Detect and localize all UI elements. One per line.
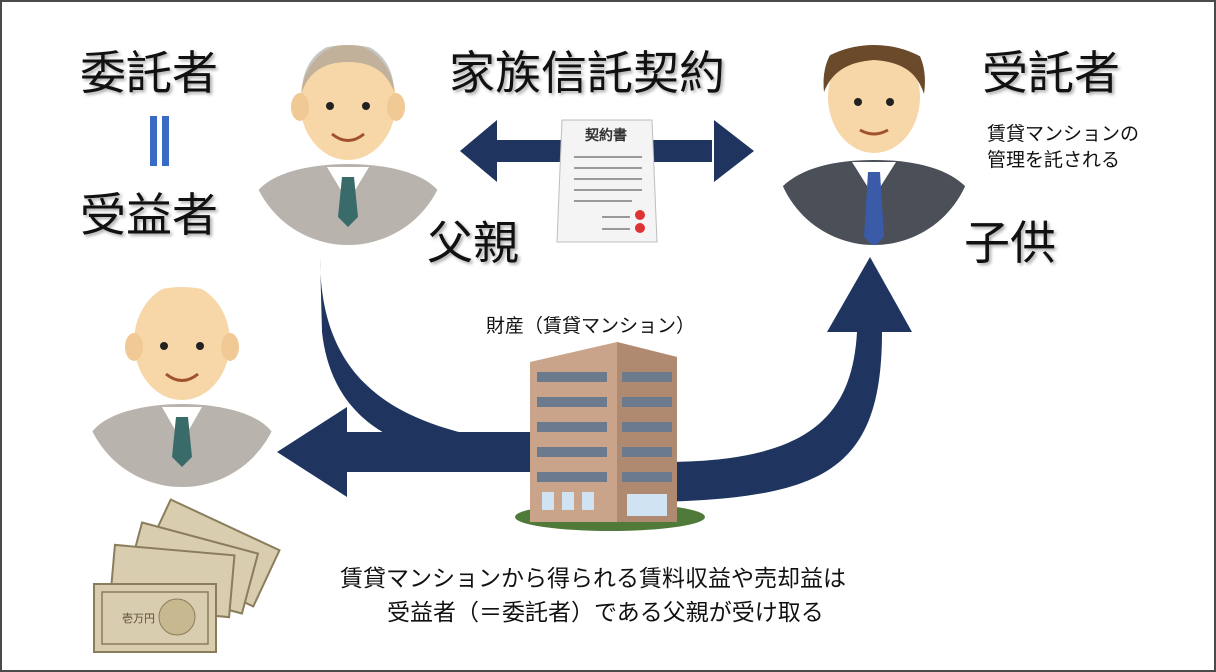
- trustee-note-line2: 管理を託される: [987, 149, 1121, 171]
- apartment-building-icon: [515, 342, 705, 531]
- father-beneficiary-figure: [82, 287, 282, 487]
- beneficiary-label: 受益者: [80, 188, 218, 242]
- banknote-label: 壱万円: [122, 611, 155, 625]
- caption-line2: 受益者（＝委託者）である父親が受け取る: [387, 600, 824, 626]
- trustee-label: 受託者: [982, 46, 1120, 100]
- arrow-up-head: [827, 257, 912, 332]
- contract-title: 家族信託契約: [449, 46, 725, 100]
- father-figure: [248, 45, 448, 245]
- contract-document-icon: 契約書: [556, 119, 658, 243]
- settlor-label: 委託者: [80, 46, 218, 100]
- arrow-left-head: [277, 407, 347, 497]
- banknote-stack-icon: 壱万円: [93, 498, 281, 653]
- father-label: 父親: [427, 216, 519, 270]
- svg-text:契約書: 契約書: [584, 127, 627, 143]
- child-label: 子供: [964, 216, 1056, 270]
- asset-label: 財産（賃貸マンション）: [486, 315, 696, 337]
- flow-arrows: [277, 257, 912, 502]
- child-figure: [774, 45, 974, 245]
- arrow-father-to-building: [320, 257, 562, 460]
- caption-line1: 賃貸マンションから得られる賃料収益や売却益は: [340, 566, 846, 592]
- equals-sign: [148, 116, 172, 168]
- arrow-building-to-child-shaft: [662, 332, 882, 502]
- trustee-note-line1: 賃貸マンションの: [987, 123, 1140, 145]
- arrow-to-beneficiary-shaft: [342, 432, 562, 472]
